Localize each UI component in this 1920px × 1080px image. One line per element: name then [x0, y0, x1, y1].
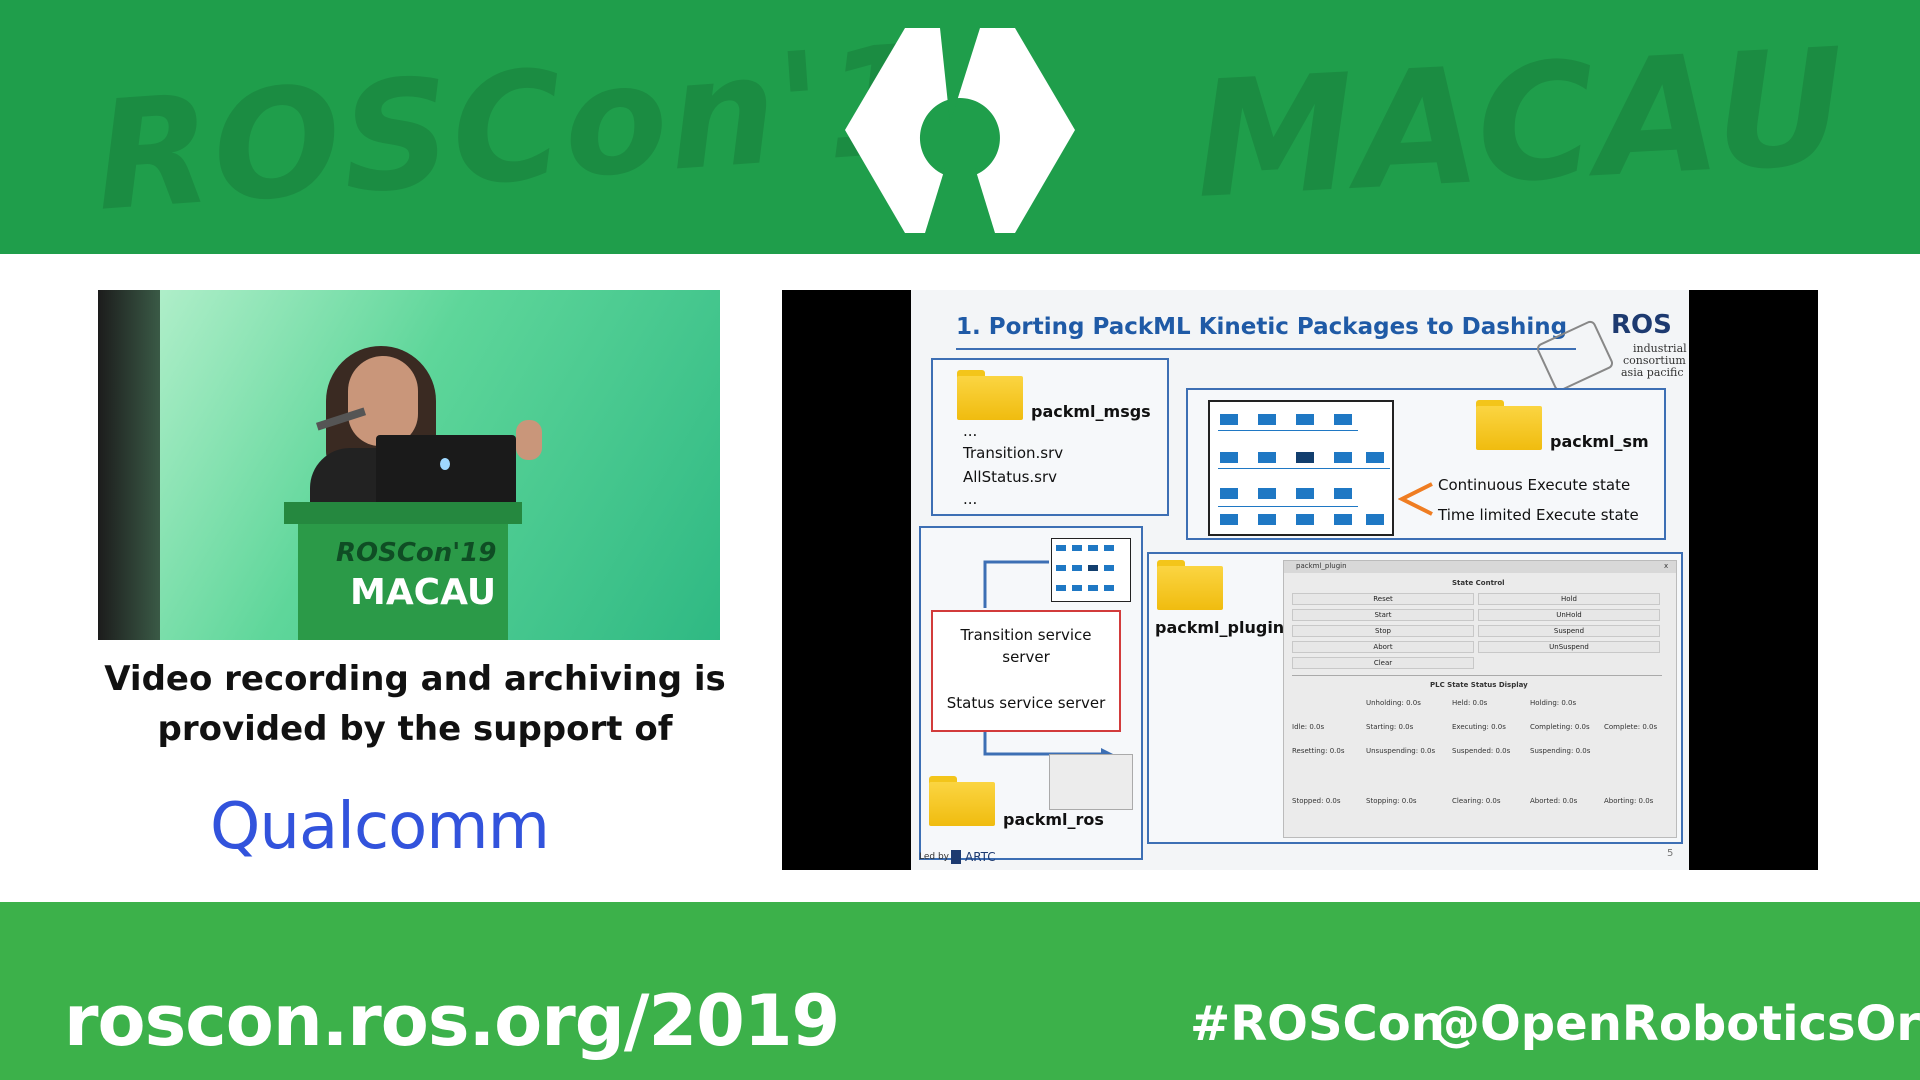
status-resetting: Resetting: 0.0s [1292, 747, 1345, 755]
reset-button[interactable]: Reset [1292, 593, 1474, 605]
packml-ros-label: packml_ros [1003, 810, 1104, 829]
footer-handle: @OpenRoboticsOrg [1432, 996, 1920, 1052]
ros-logo-sub1: industrial [1633, 342, 1687, 355]
slide-footer-led-by: Led by [919, 852, 950, 862]
status-suspending: Suspending: 0.0s [1530, 747, 1591, 755]
status-display-title: PLC State Status Display [1430, 681, 1528, 689]
msgs-item-2: AllStatus.srv [963, 468, 1058, 486]
clear-button[interactable]: Clear [1292, 657, 1474, 669]
status-stopping: Stopping: 0.0s [1366, 797, 1417, 805]
folder-icon [957, 370, 1023, 420]
status-completing: Completing: 0.0s [1530, 723, 1590, 731]
status-unsuspending: Unsuspending: 0.0s [1366, 747, 1436, 755]
unsuspend-button[interactable]: UnSuspend [1478, 641, 1660, 653]
stop-button[interactable]: Stop [1292, 625, 1474, 637]
abort-button[interactable]: Abort [1292, 641, 1474, 653]
status-idle: Idle: 0.0s [1292, 723, 1325, 731]
status-complete: Complete: 0.0s [1604, 723, 1658, 731]
packml-sm-box: packml_sm Continuous Execute state Time … [1186, 388, 1666, 540]
footer-url: roscon.ros.org/2019 [64, 980, 840, 1062]
unhold-button[interactable]: UnHold [1478, 609, 1660, 621]
suspend-button[interactable]: Suspend [1478, 625, 1660, 637]
header-banner: ROSCon'19 MACAU [0, 0, 1920, 254]
plugin-window-title: packml_plugin [1296, 562, 1347, 570]
laptop [376, 435, 516, 507]
ros-logo: ROS [1611, 310, 1672, 340]
plugin-window: packml_plugin x State Control Reset Star… [1283, 560, 1677, 838]
close-icon[interactable]: x [1664, 562, 1669, 570]
packml-sm-label: packml_sm [1550, 432, 1649, 451]
slide-page-number: 5 [1667, 848, 1674, 859]
sm-line-1: Continuous Execute state [1438, 476, 1631, 494]
plugin-window-titlebar: packml_plugin x [1284, 561, 1676, 573]
ros-hexagon-logo-icon [845, 28, 1075, 233]
folder-icon [929, 776, 995, 826]
podium: ROSCon'19 MACAU [284, 502, 522, 640]
laptop-logo-icon [440, 458, 450, 470]
status-starting: Starting: 0.0s [1366, 723, 1414, 731]
msgs-item-0: ... [963, 422, 978, 440]
start-button[interactable]: Start [1292, 609, 1474, 621]
artc-logo-icon [951, 850, 961, 864]
status-service-label: Status service server [946, 694, 1106, 712]
folder-icon [1476, 400, 1542, 450]
header-bg-text-right: MACAU [1190, 13, 1852, 234]
state-control-title: State Control [1452, 579, 1505, 587]
slide-title: 1. Porting PackML Kinetic Packages to Da… [956, 314, 1568, 340]
status-executing: Executing: 0.0s [1452, 723, 1506, 731]
title-underline [956, 348, 1576, 350]
sponsor-line-1: Video recording and archiving is [104, 659, 726, 699]
sponsor-line-2: provided by the support of [157, 709, 673, 749]
status-holding: Holding: 0.0s [1530, 699, 1577, 707]
presentation-slide: 1. Porting PackML Kinetic Packages to Da… [911, 290, 1689, 870]
footer-banner: roscon.ros.org/2019 #ROSCon @OpenRobotic… [0, 902, 1920, 1080]
orange-arrow-icon [1398, 482, 1433, 516]
qualcomm-logo: Qualcomm [210, 790, 550, 864]
status-suspended: Suspended: 0.0s [1452, 747, 1511, 755]
stage-curtain [98, 290, 160, 640]
status-unholding: Unholding: 0.0s [1366, 699, 1421, 707]
service-servers-box: Transition service server Status service… [931, 610, 1121, 732]
mini-plugin-thumbnail [1049, 754, 1133, 810]
speaker-video: ROSCon'19 MACAU [98, 290, 720, 640]
status-aborted: Aborted: 0.0s [1530, 797, 1578, 805]
status-clearing: Clearing: 0.0s [1452, 797, 1501, 805]
packml-ros-box: Transition service server Status service… [919, 526, 1143, 860]
slide-footer-org: ARTC [965, 850, 996, 864]
ros-logo-sub2: consortium [1623, 354, 1686, 367]
status-held: Held: 0.0s [1452, 699, 1488, 707]
msgs-item-3: ... [963, 490, 978, 508]
transition-service-label: Transition service server [960, 626, 1092, 666]
mini-state-diagram [1051, 538, 1131, 602]
hold-button[interactable]: Hold [1478, 593, 1660, 605]
msgs-item-1: Transition.srv [963, 444, 1064, 462]
status-aborting: Aborting: 0.0s [1604, 797, 1654, 805]
podium-text-line1: ROSCon'19 [336, 538, 497, 568]
packml-msgs-box: packml_msgs ... Transition.srv AllStatus… [931, 358, 1169, 516]
sm-line-2: Time limited Execute state [1438, 506, 1639, 524]
ros-logo-sub3: asia pacific [1621, 366, 1684, 379]
packml-plugin-label: packml_plugin [1155, 618, 1285, 637]
footer-hashtag: #ROSCon [1190, 996, 1445, 1052]
packml-msgs-label: packml_msgs [1031, 402, 1151, 421]
packml-plugin-box: packml_plugin packml_plugin x State Cont… [1147, 552, 1683, 844]
state-machine-diagram [1208, 400, 1394, 536]
podium-text-line2: MACAU [350, 572, 497, 613]
status-stopped: Stopped: 0.0s [1292, 797, 1341, 805]
folder-icon [1157, 560, 1223, 610]
speaker-hand [516, 420, 542, 460]
speaker-face [348, 356, 418, 446]
